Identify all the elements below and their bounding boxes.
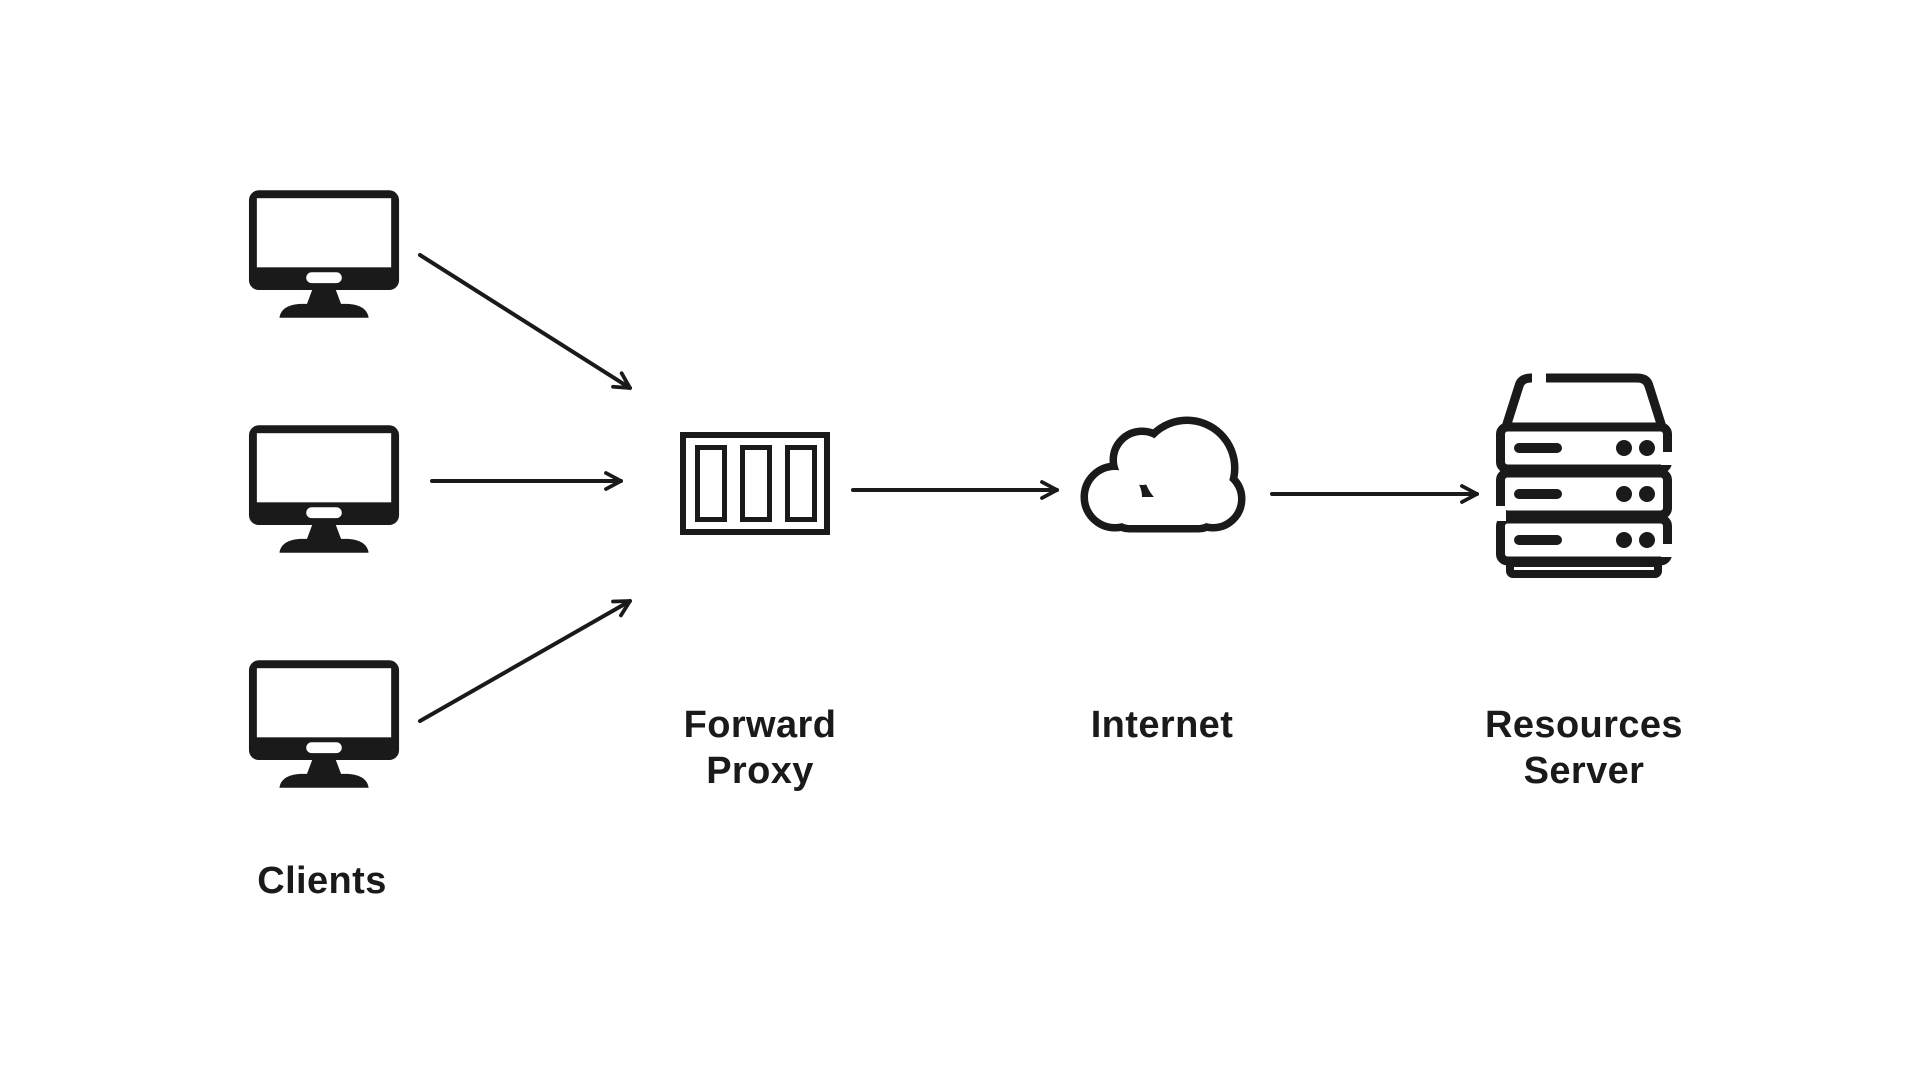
- desktop-computer-icon: [248, 660, 400, 788]
- internet-label: Internet: [1090, 704, 1234, 746]
- client-computer-icon-2: [246, 423, 404, 559]
- resources-server-label: Resources Server: [1485, 704, 1683, 793]
- client-computer-icon-3: [246, 658, 404, 794]
- desktop-computer-icon: [248, 425, 400, 553]
- server-rack-icon: [1496, 372, 1672, 578]
- desktop-computer-icon: [248, 190, 400, 318]
- clients-label: Clients: [257, 860, 387, 902]
- resources-server-icon: [1496, 372, 1672, 583]
- arrow-client3-to-proxy: [418, 599, 632, 723]
- forward-proxy-label: Forward Proxy: [683, 704, 837, 793]
- arrow-client1-to-proxy: [418, 253, 632, 390]
- cloud-icon: [1080, 416, 1246, 533]
- forward-proxy-icon: [680, 432, 830, 540]
- internet-cloud-icon: [1075, 415, 1251, 542]
- client-computer-icon-1: [246, 188, 404, 324]
- proxy-grid-icon: [680, 432, 830, 535]
